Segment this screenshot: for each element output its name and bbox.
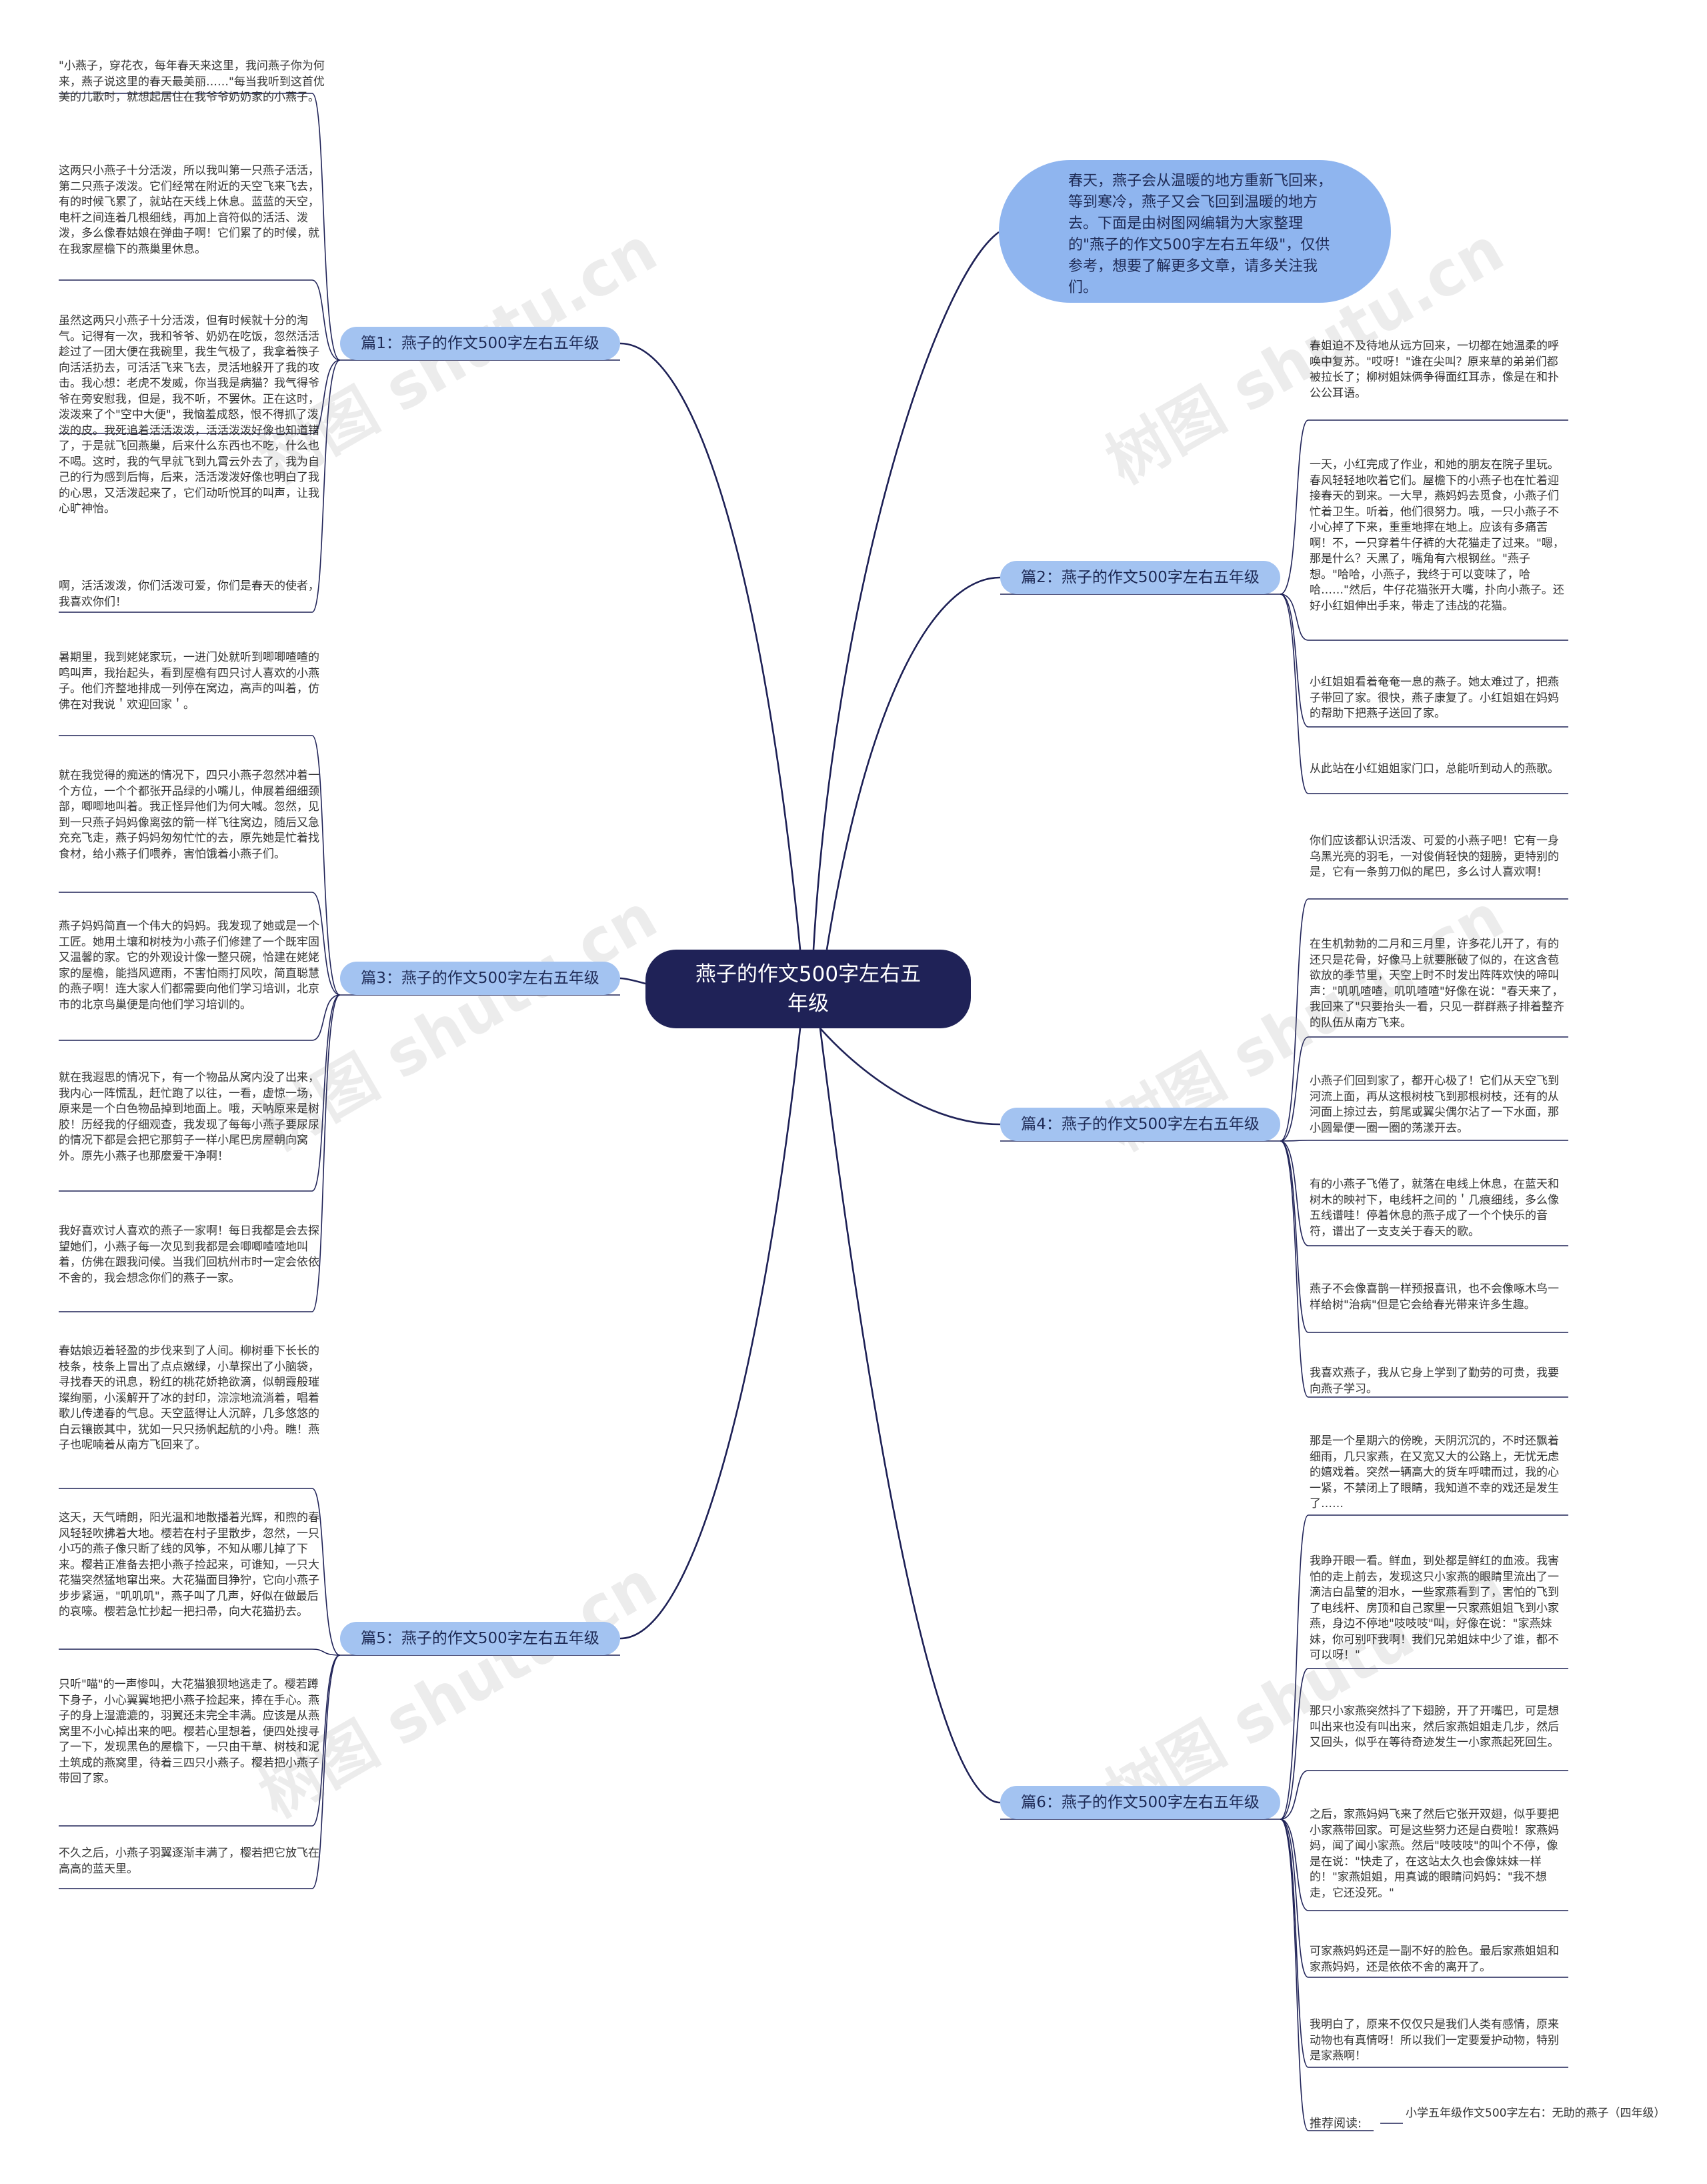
branch-3[interactable]: 篇3：燕子的作文500字左右五年级 [340, 962, 620, 995]
leaf-text: 这两只小燕子十分活泼，所以我叫第一只燕子活活，第二只燕子泼泼。它们经常在附近的天… [59, 164, 319, 256]
link-branch-5 [619, 1028, 801, 1640]
leaf-text: 可家燕妈妈还是一副不好的脸色。最后家燕姐姐和家燕妈妈，还是依依不舍的离开了。 [1310, 1945, 1559, 1974]
leaf-text: 有的小燕子飞倦了，就落在电线上休息，在蓝天和树木的映衬下，电线杆之间的＇几痕细线… [1310, 1178, 1559, 1238]
central-topic[interactable]: 燕子的作文500字左右五年级 [645, 950, 971, 1028]
leaf-text: 只听"喵"的一声惨叫，大花猫狼狈地逃走了。樱若蹲下身子，小心翼翼地把小燕子捡起来… [59, 1678, 319, 1785]
leaf-text: 啊，活活泼泼，你们活泼可爱，你们是春天的使者，我喜欢你们！ [59, 580, 319, 609]
leaf-text: 之后，家燕妈妈飞来了然后它张开双翅，似乎要把小家燕带回家。可是这些努力还是白费啦… [1310, 1808, 1559, 1900]
leaf-text: 暑期里，我到姥姥家玩，一进门处就听到唧唧喳喳的鸣叫声，我抬起头，看到屋檐有四只讨… [59, 651, 319, 712]
leaf-text: 燕子妈妈简直一个伟大的妈妈。我发现了她或是一个工匠。她用土壤和树枝为小燕子们修建… [59, 920, 319, 1012]
leaf-text: 在生机勃勃的二月和三月里，许多花儿开了，有的还只是花骨，好像马上就要胀破了似的，… [1310, 938, 1564, 1030]
branch-2[interactable]: 篇2：燕子的作文500字左右五年级 [1000, 561, 1280, 594]
leaf-text: 我睁开眼一看。鲜血，到处都是鲜红的血液。我害怕的走上前去，发现这只小家燕的眼睛里… [1310, 1554, 1559, 1662]
branch-6[interactable]: 篇6：燕子的作文500字左右五年级 [1000, 1786, 1280, 1819]
leaf-text: "小燕子，穿花衣，每年春天来这里，我问燕子你为何来，燕子说这里的春天最美丽……"… [59, 59, 325, 104]
leaf-text: 我明白了，原来不仅仅只是我们人类有感情，原来动物也有真情呀！所以我们一定要爱护动… [1310, 2018, 1559, 2063]
leaf-text: 虽然这两只小燕子十分活泼，但有时候就十分的淘气。记得有一次，我和爷爷、奶奶在吃饭… [59, 314, 319, 515]
link-branch-2 [825, 576, 1001, 950]
intro-bubble[interactable]: 春天，燕子会从温暖的地方重新飞回来，等到寒冷，燕子又会飞回到温暖的地方去。下面是… [999, 160, 1391, 303]
leaf-text: 那是一个星期六的傍晚，天阴沉沉的，不时还飘着细雨，几只家燕，在又宽又大的公路上，… [1310, 1434, 1559, 1510]
leaf-text: 小红姐姐看着奄奄一息的燕子。她太难过了，把燕子带回了家。很快，燕子康复了。小红姐… [1310, 676, 1559, 720]
recommend-label: 推荐阅读: [1310, 2117, 1362, 2131]
leaf-text: 一天，小红完成了作业，和她的朋友在院子里玩。春风轻轻地吹着它们。屋檐下的小燕子也… [1310, 458, 1564, 613]
leaf-text: 春姑娘迈着轻盈的步伐来到了人间。柳树垂下长长的枝条，枝条上冒出了点点嫩绿，小草探… [59, 1344, 319, 1452]
recommend-link[interactable]: 小学五年级作文500字左右：无助的燕子（四年级） [1406, 2107, 1666, 2120]
link-branch-1 [619, 342, 801, 950]
leaf-text: 你们应该都认识活泼、可爱的小燕子吧！它有一身乌黑光亮的羽毛，一对俊俏轻快的翅膀，… [1310, 834, 1559, 879]
leaf-text: 我喜欢燕子，我从它身上学到了勤劳的可贵，我要向燕子学习。 [1310, 1366, 1559, 1396]
leaf-text: 那只小家燕突然抖了下翅膀，开了开嘴巴，可是想叫出来也没有叫出来，然后家燕姐姐走几… [1310, 1705, 1559, 1749]
leaf-text: 燕子不会像喜鹊一样预报喜讯，也不会像啄木鸟一样给树"治病"但是它会给春光带来许多… [1310, 1282, 1559, 1312]
branch-1[interactable]: 篇1：燕子的作文500字左右五年级 [340, 327, 620, 360]
link-branch-3 [619, 977, 646, 985]
leaf-text: 从此站在小红姐姐家门口，总能听到动人的燕歌。 [1310, 762, 1559, 776]
leaf-text: 小燕子们回到家了，都开心极了！它们从天空飞到河流上面，再从这根树枝飞到那根树枝，… [1310, 1074, 1559, 1135]
leaf-text: 就在我遐思的情况下，有一个物品从窝内没了出来，我内心一阵慌乱，赶忙跑了以往，一看… [59, 1071, 319, 1163]
link-intro [812, 231, 1000, 950]
branch-5[interactable]: 篇5：燕子的作文500字左右五年级 [340, 1622, 620, 1655]
link-branch-6 [819, 1028, 1001, 1804]
leaf-text: 就在我觉得的痴迷的情况下，四只小燕子忽然冲着一个方位，一个个都张开品绿的小嘴儿，… [59, 769, 319, 861]
leaf-text: 这天，天气晴朗，阳光温和地散播着光辉，和煦的春风轻轻吹拂着大地。樱若在村子里散步… [59, 1511, 319, 1618]
leaf-text: 不久之后，小燕子羽翼逐渐丰满了，樱若把它放飞在高高的蓝天里。 [59, 1847, 319, 1876]
leaf-text: 我好喜欢讨人喜欢的燕子一家啊！每日我都是会去探望她们，小燕子每一次见到我都是会唧… [59, 1224, 319, 1285]
branch-4[interactable]: 篇4：燕子的作文500字左右五年级 [1000, 1108, 1280, 1141]
leaf-text: 春姐迫不及待地从远方回来，一切都在她温柔的呼唤中复苏。"哎呀！"谁在尖叫？原来草… [1310, 339, 1559, 400]
link-branch-4 [819, 1028, 1001, 1126]
